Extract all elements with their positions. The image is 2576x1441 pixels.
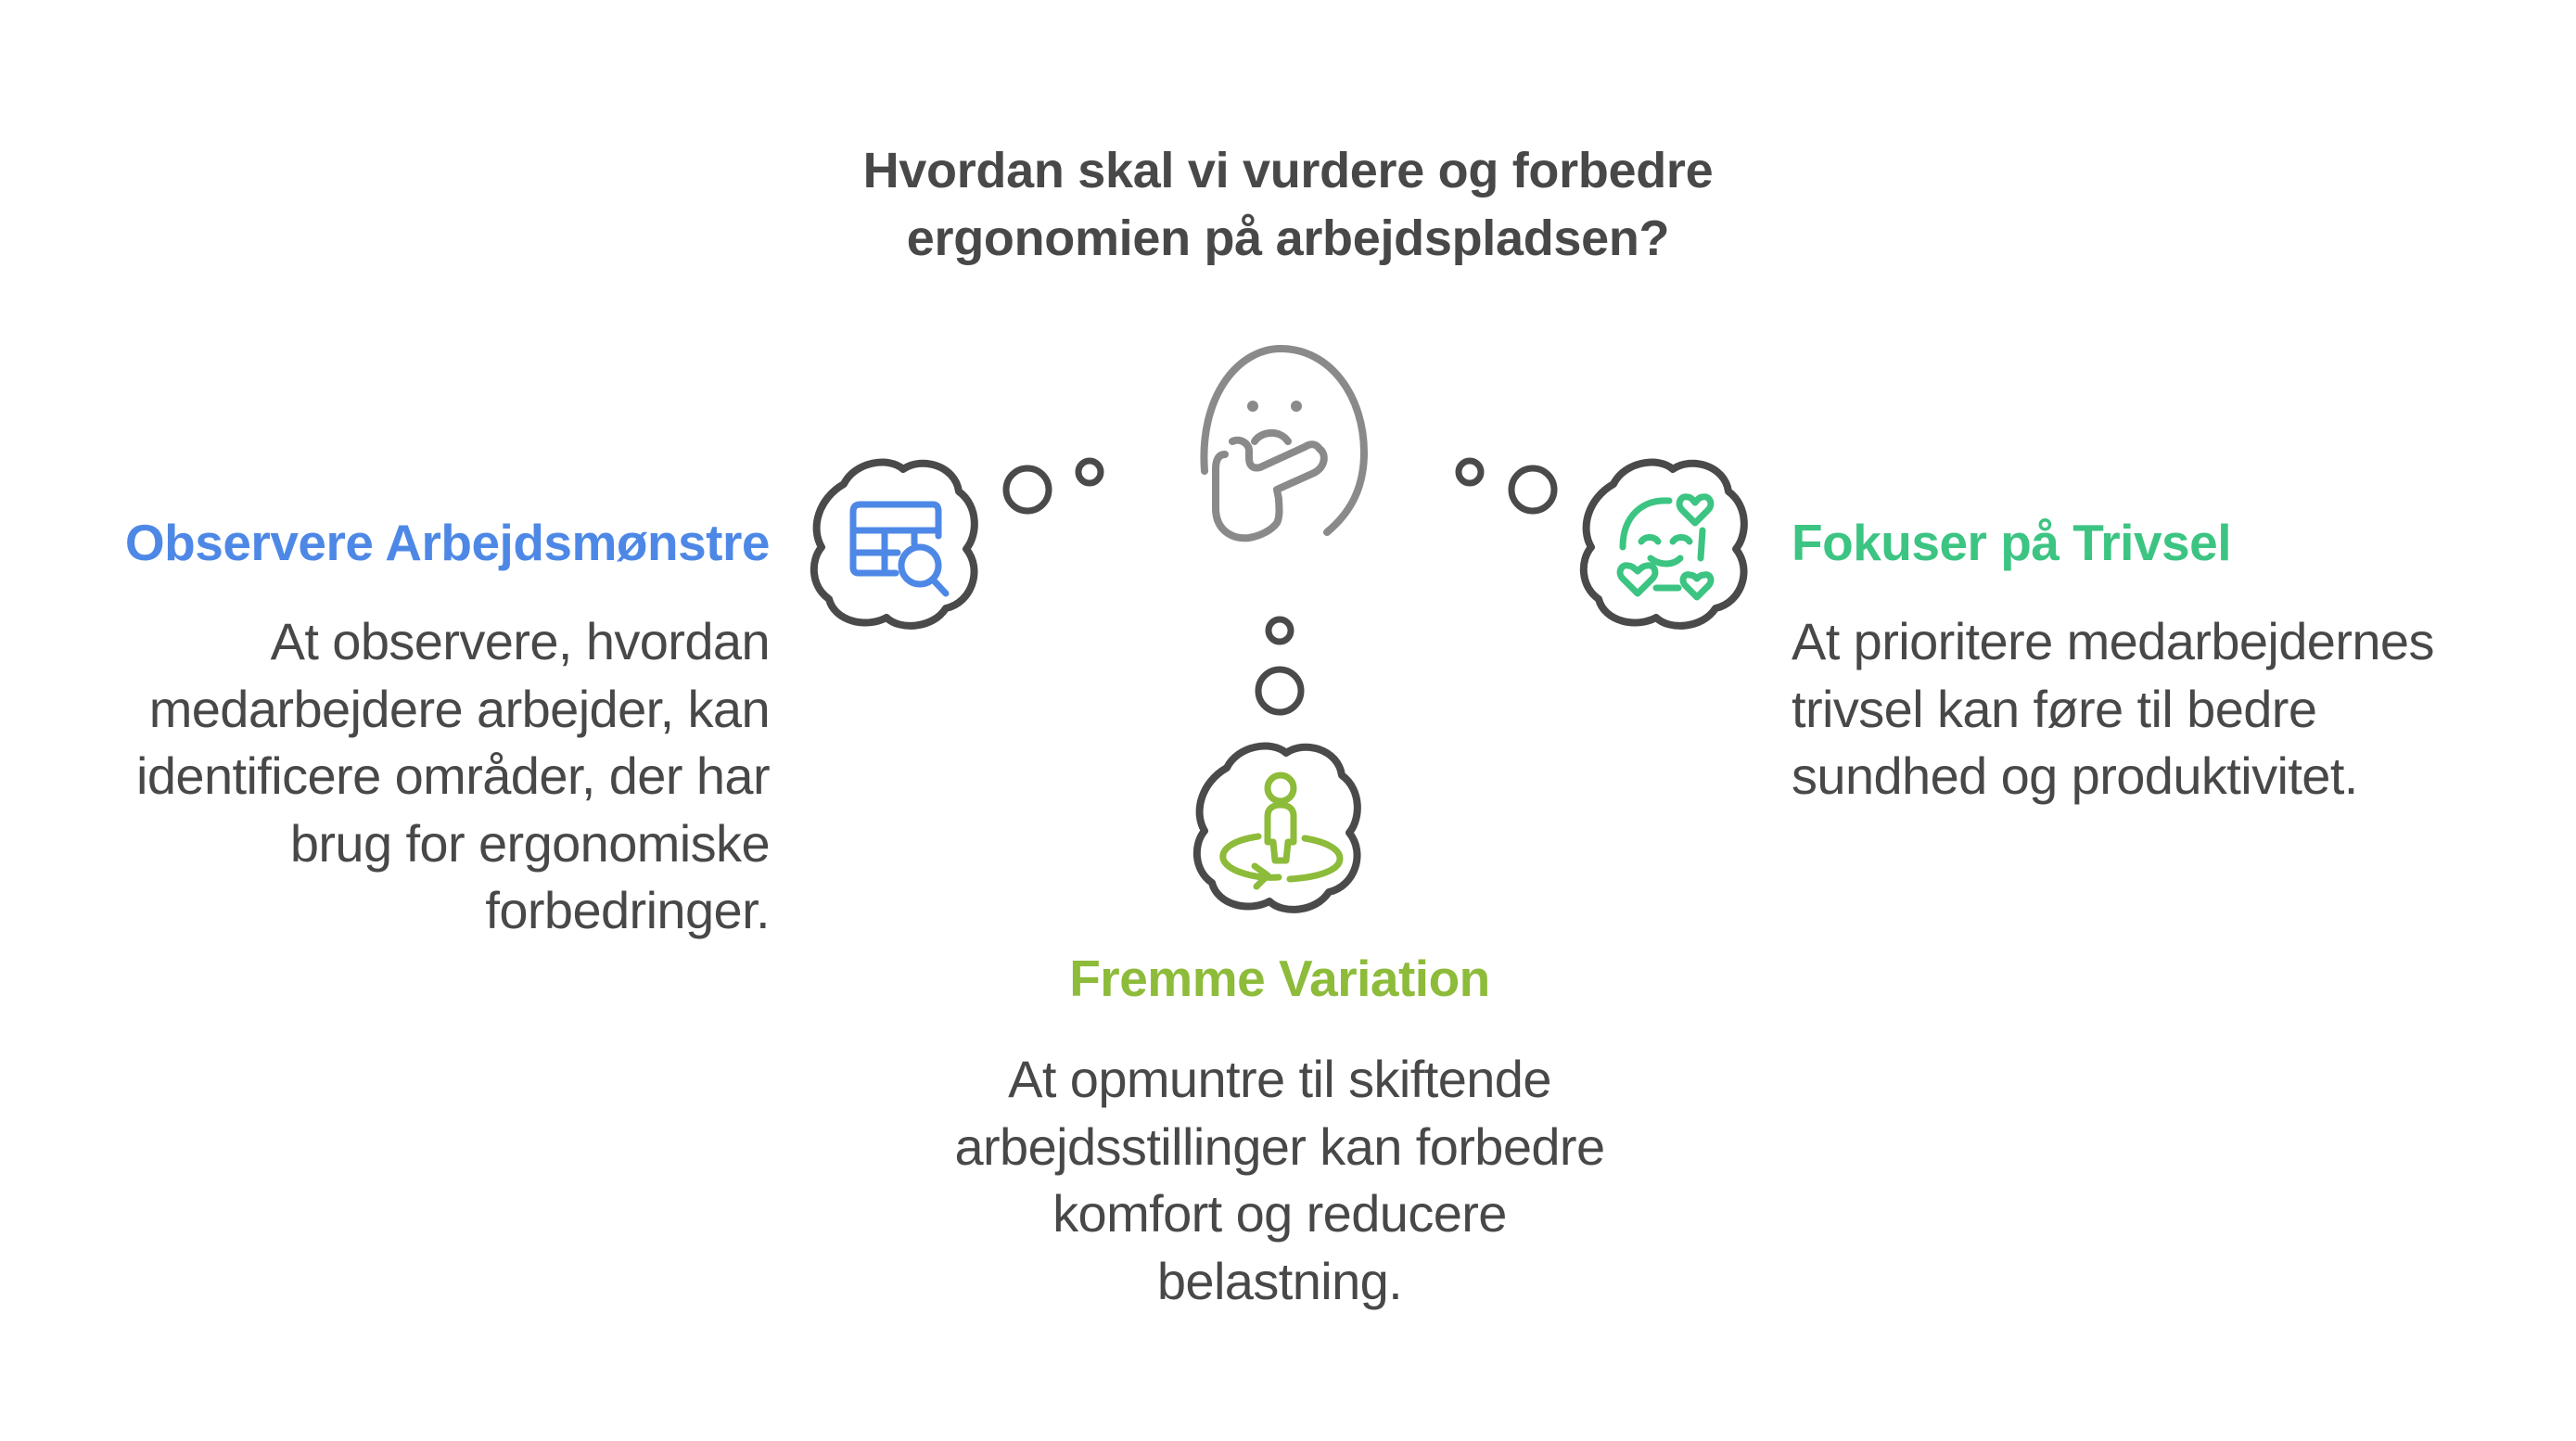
cloud-observe xyxy=(810,458,978,630)
cloud-variation xyxy=(1192,742,1361,913)
title-line-1: Hvordan skal vi vurdere og forbedre xyxy=(862,143,1714,198)
option-variation-body: At opmuntre til skiftende arbejdsstillin… xyxy=(824,1046,1735,1315)
body-line: sundhed og produktivitet. xyxy=(1792,746,2358,805)
body-line: arbejdsstillinger kan forbedre xyxy=(954,1116,1605,1176)
thinking-face-icon xyxy=(1200,345,1368,542)
body-line: brug for ergonomiske xyxy=(289,813,771,873)
option-heading: Fokuser på Trivsel xyxy=(1792,514,2232,571)
option-observe: Observere Arbejdsmønstre xyxy=(124,512,771,573)
body-line: komfort og reducere xyxy=(1052,1184,1507,1243)
body-line: medarbejdere arbejder, kan xyxy=(148,679,771,738)
option-wellbeing: Fokuser på Trivsel xyxy=(1792,512,2232,573)
body-line: At prioritere medarbejdernes xyxy=(1792,612,2434,670)
body-line: forbedringer. xyxy=(485,881,770,939)
body-line: belastning. xyxy=(1156,1251,1403,1310)
body-line: identificere områder, der har xyxy=(136,746,771,805)
thought-dots-left xyxy=(1002,457,1104,515)
title-line-2: ergonomien på arbejdspladsen? xyxy=(906,210,1670,266)
thought-dots-bottom xyxy=(1255,616,1305,716)
thought-dots-right xyxy=(1455,457,1558,515)
person-rotate-icon xyxy=(1219,772,1344,890)
smiley-hearts-icon xyxy=(1616,493,1715,601)
option-heading: Observere Arbejdsmønstre xyxy=(124,514,771,571)
option-variation: Fremme Variation xyxy=(824,948,1735,1009)
option-heading: Fremme Variation xyxy=(1069,950,1490,1007)
table-search-icon xyxy=(849,501,950,597)
body-line: At opmuntre til skiftende xyxy=(1008,1050,1551,1108)
body-line: trivsel kan føre til bedre xyxy=(1792,679,2317,738)
option-observe-body: At observere, hvordan medarbejdere arbej… xyxy=(136,608,771,945)
body-line: At observere, hvordan xyxy=(270,612,771,670)
diagram-title: Hvordan skal vi vurdere og forbedre ergo… xyxy=(0,137,2576,273)
cloud-wellbeing xyxy=(1579,458,1748,630)
option-wellbeing-body: At prioritere medarbejdernes trivsel kan… xyxy=(1792,608,2434,810)
